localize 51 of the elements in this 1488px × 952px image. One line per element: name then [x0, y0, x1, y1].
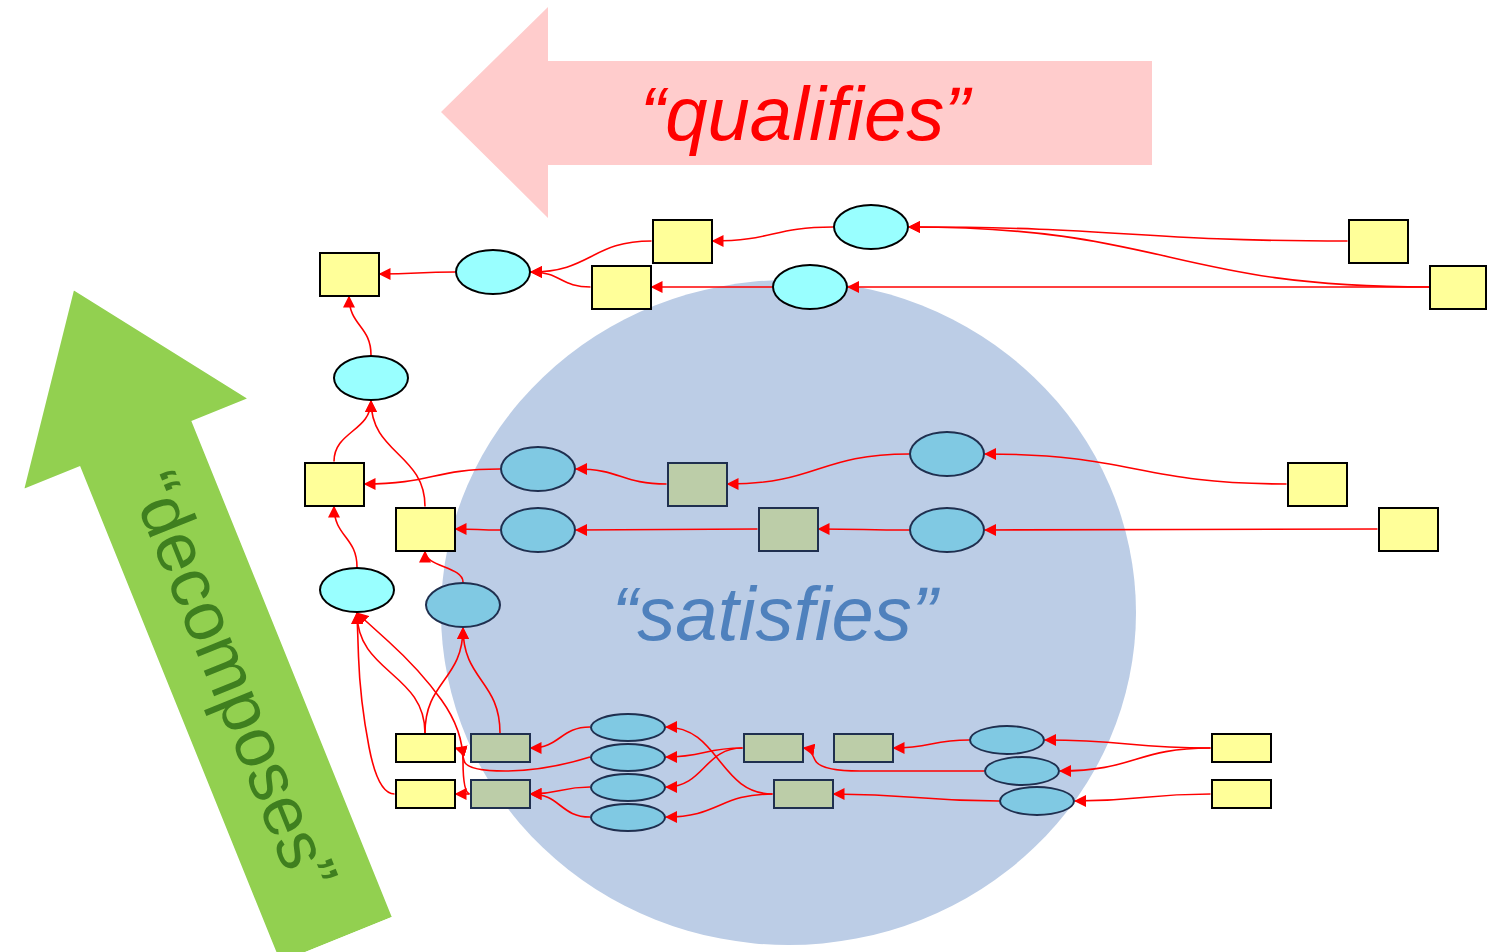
arrow [457, 627, 501, 734]
box-node [469, 733, 531, 763]
arrow [421, 550, 464, 583]
box-node [318, 251, 380, 297]
box-node [757, 506, 819, 552]
box-node [651, 218, 713, 264]
box-node [394, 506, 456, 552]
box-node [1210, 779, 1272, 809]
arrow [984, 524, 1379, 536]
box-node [666, 461, 728, 507]
box-node [394, 733, 456, 763]
box-node [1429, 264, 1487, 310]
box-node [1347, 218, 1409, 264]
arrow [665, 793, 774, 823]
region-label: “satisfies” [612, 570, 938, 657]
arrow [802, 743, 985, 772]
arrow [454, 745, 591, 772]
arrow [530, 266, 592, 288]
box-node [742, 733, 804, 763]
arrow [356, 612, 471, 795]
arrow [343, 295, 372, 356]
arrow [351, 612, 396, 795]
arrow [454, 523, 501, 536]
arrow [575, 524, 759, 536]
arrow [366, 400, 426, 508]
arrow [328, 505, 358, 568]
arrow [832, 788, 1000, 802]
arrow [378, 267, 456, 280]
arrow [650, 281, 773, 293]
arrow [665, 747, 744, 792]
arrow [529, 788, 591, 818]
arrow [1074, 793, 1212, 807]
arrow [575, 463, 668, 485]
arrow [529, 726, 591, 754]
box-node [1286, 461, 1348, 507]
arrow [711, 226, 834, 247]
box-node [772, 779, 834, 809]
arrow [363, 468, 501, 490]
box-node [1377, 506, 1439, 552]
box-node [832, 733, 894, 763]
arrow [454, 788, 471, 800]
arrow [847, 281, 1430, 293]
arrow [984, 448, 1288, 485]
box-node [469, 779, 531, 809]
arrow [1059, 747, 1212, 777]
box-node [1210, 733, 1272, 763]
box-node [590, 264, 652, 310]
arrow [817, 523, 910, 535]
box-node [394, 779, 456, 809]
arrow [726, 453, 910, 490]
arrow [892, 739, 970, 754]
